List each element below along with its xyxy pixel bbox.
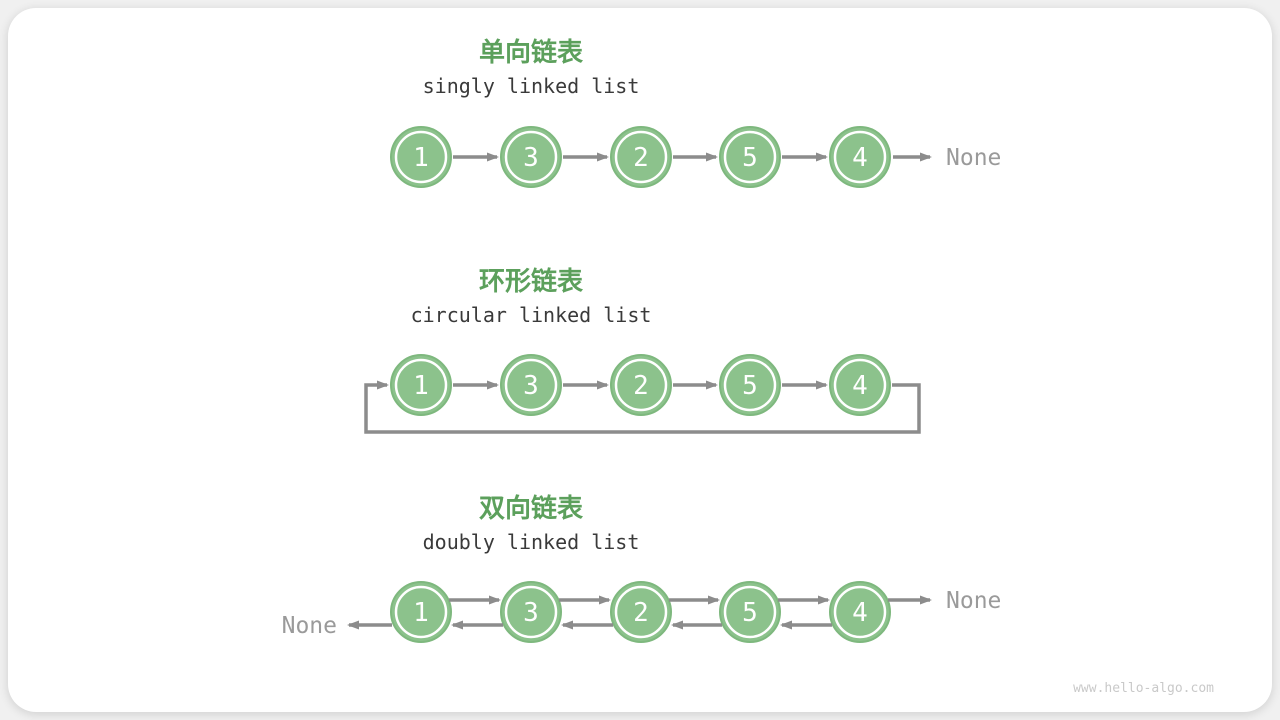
node-inner-ring bbox=[614, 585, 668, 639]
node-circle bbox=[719, 581, 781, 643]
node-inner-ring bbox=[394, 130, 448, 184]
node-circle bbox=[610, 581, 672, 643]
node-inner-ring bbox=[833, 358, 887, 412]
node-inner-ring bbox=[504, 585, 558, 639]
none-label: None bbox=[282, 613, 337, 639]
loop-back-arrow bbox=[364, 380, 921, 434]
section-title-circular-en: circular linked list bbox=[410, 303, 652, 327]
node-value: 3 bbox=[523, 371, 539, 401]
node-value: 3 bbox=[523, 143, 539, 173]
none-label: None bbox=[946, 588, 1001, 614]
node-inner-ring bbox=[394, 358, 448, 412]
node-value: 5 bbox=[742, 371, 758, 401]
section-title-circular-zh: 环形链表 bbox=[478, 266, 583, 296]
node-inner-ring bbox=[833, 130, 887, 184]
node-circle bbox=[719, 126, 781, 188]
node-circle bbox=[610, 126, 672, 188]
node-value: 1 bbox=[413, 598, 429, 628]
node-value: 3 bbox=[523, 598, 539, 628]
section-title-doubly-en: doubly linked list bbox=[422, 530, 640, 554]
node-value: 1 bbox=[413, 143, 429, 173]
node-circle bbox=[500, 354, 562, 416]
node-inner-ring bbox=[504, 358, 558, 412]
node-value: 4 bbox=[852, 371, 868, 401]
node-value: 5 bbox=[742, 598, 758, 628]
node-value: 2 bbox=[633, 371, 649, 401]
node-value: 5 bbox=[742, 143, 758, 173]
node-inner-ring bbox=[504, 130, 558, 184]
node-value: 4 bbox=[852, 598, 868, 628]
node-value: 1 bbox=[413, 371, 429, 401]
section-title-singly-en: singly linked list bbox=[422, 74, 640, 98]
node-circle bbox=[610, 354, 672, 416]
node-inner-ring bbox=[614, 130, 668, 184]
node-circle bbox=[829, 126, 891, 188]
watermark: www.hello-algo.com bbox=[1073, 681, 1214, 696]
node-inner-ring bbox=[723, 585, 777, 639]
node-circle bbox=[500, 126, 562, 188]
node-inner-ring bbox=[723, 358, 777, 412]
node-inner-ring bbox=[614, 358, 668, 412]
node-circle bbox=[500, 581, 562, 643]
node-value: 2 bbox=[633, 598, 649, 628]
section-title-singly-zh: 单向链表 bbox=[478, 37, 583, 67]
none-label: None bbox=[946, 145, 1001, 171]
node-inner-ring bbox=[723, 130, 777, 184]
node-circle bbox=[829, 354, 891, 416]
node-circle bbox=[390, 126, 452, 188]
node-value: 2 bbox=[633, 143, 649, 173]
node-inner-ring bbox=[394, 585, 448, 639]
node-circle bbox=[719, 354, 781, 416]
section-title-doubly-zh: 双向链表 bbox=[478, 493, 583, 523]
node-circle bbox=[390, 354, 452, 416]
node-circle bbox=[390, 581, 452, 643]
node-inner-ring bbox=[833, 585, 887, 639]
node-circle bbox=[829, 581, 891, 643]
node-value: 4 bbox=[852, 143, 868, 173]
